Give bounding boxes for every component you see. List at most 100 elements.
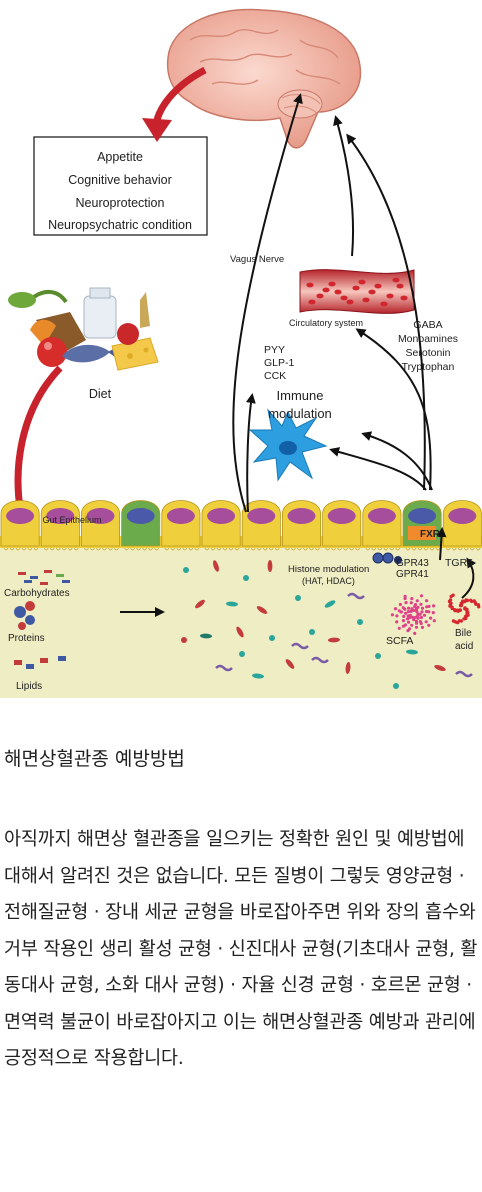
fxr-label: FXR xyxy=(420,529,441,540)
blood-vessel xyxy=(299,269,415,314)
gut-brain-axis-diagram: Appetite Cognitive behavior Neuroprotect… xyxy=(0,8,482,698)
scfa-label: SCFA xyxy=(386,635,413,647)
microbe xyxy=(406,649,418,655)
microbe xyxy=(309,629,315,635)
microbe xyxy=(226,601,238,607)
red-blood-cell xyxy=(386,293,394,299)
red-blood-cell xyxy=(392,277,400,283)
microbe xyxy=(183,567,189,573)
monoamines-label: Monoamines xyxy=(398,333,458,345)
gut-microbiota xyxy=(181,560,473,689)
microbe xyxy=(324,600,336,608)
carbohydrate-bit xyxy=(44,570,52,573)
carbohydrate-bit xyxy=(24,580,32,583)
epithelial-cell xyxy=(81,500,120,551)
red-blood-cell xyxy=(328,281,336,287)
microbe xyxy=(181,637,187,643)
carbohydrate-bit xyxy=(40,582,48,585)
lipid-icon xyxy=(14,656,66,669)
tryptophan-label: Tryptophan xyxy=(402,361,455,373)
histone-modulation-label: Histone modulation xyxy=(288,564,369,575)
epithelial-cell xyxy=(0,500,40,551)
red-blood-cell xyxy=(308,299,316,305)
microbe xyxy=(455,670,473,678)
immune-cell xyxy=(248,408,328,482)
signal-arrows xyxy=(120,93,477,617)
acid-label: acid xyxy=(455,641,473,652)
red-blood-cell xyxy=(374,283,382,289)
immune-modulation-label-2: modulation xyxy=(268,406,332,421)
effect-neuroprotection: Neuroprotection xyxy=(76,196,165,210)
microbe xyxy=(357,619,363,625)
epithelial-cell xyxy=(121,500,161,551)
microbe xyxy=(295,595,301,601)
effect-cognitive-behavior: Cognitive behavior xyxy=(68,173,172,187)
effect-neuropsychatric-condition: Neuropsychatric condition xyxy=(48,218,192,232)
microbe xyxy=(236,626,244,638)
red-blood-cell xyxy=(316,293,324,299)
microbe xyxy=(345,662,351,674)
epithelial-cell xyxy=(362,500,402,551)
tgr5-label: TGR5 xyxy=(445,557,473,569)
red-blood-cell xyxy=(322,287,330,293)
red-blood-cell xyxy=(396,283,404,289)
protein-icon xyxy=(14,601,35,630)
epithelial-cell xyxy=(40,500,80,551)
microbe xyxy=(215,664,233,672)
carbohydrate-bit xyxy=(30,576,38,579)
carbohydrate-bit xyxy=(18,572,26,575)
epithelial-cell xyxy=(161,500,201,551)
gut-epithelium: Gut Epithelium xyxy=(0,500,482,551)
microbe xyxy=(328,637,340,643)
lipids-label: Lipids xyxy=(16,681,42,692)
microbe xyxy=(347,592,365,600)
red-arrow-brain-to-effects xyxy=(142,66,207,142)
immune-modulation-label-1: Immune xyxy=(277,388,324,403)
microbe xyxy=(239,651,245,657)
article-heading: 해면상혈관종 예방방법 xyxy=(4,748,185,770)
nutrients-panel: Carbohydrates Proteins Lipids xyxy=(4,570,70,692)
article-body: 아직까지 해면상 혈관종을 일으키는 정확한 원인 및 예방법에 대해서 알려진… xyxy=(4,829,478,1069)
red-blood-cell xyxy=(334,289,342,295)
bile-acid-cluster xyxy=(447,593,481,625)
red-blood-cell xyxy=(306,282,314,288)
circulatory-system-label: Circulatory system xyxy=(289,318,363,328)
bile-label: Bile xyxy=(455,628,472,639)
gut-lumen-band xyxy=(0,540,482,698)
epithelial-cell xyxy=(322,500,362,551)
epithelial-cell xyxy=(241,500,281,551)
cck-label: CCK xyxy=(264,370,286,382)
gut-epithelium-label: Gut Epithelium xyxy=(42,515,101,525)
red-blood-cell xyxy=(400,295,408,301)
epithelial-cell xyxy=(402,500,442,551)
microbe xyxy=(243,575,249,581)
carbohydrates-label: Carbohydrates xyxy=(4,588,70,599)
diet-label: Diet xyxy=(89,387,112,401)
microbe xyxy=(252,673,264,679)
red-blood-cell xyxy=(352,285,360,291)
microbe xyxy=(213,560,219,572)
gpr43-label: GPR43 xyxy=(396,558,429,569)
hat-hdac-label: (HAT, HDAC) xyxy=(302,576,355,586)
microbe xyxy=(311,656,329,664)
scfa-cluster xyxy=(390,594,436,636)
microbe xyxy=(434,664,446,672)
epithelial-cell xyxy=(442,500,482,551)
carbohydrate-bit xyxy=(62,580,70,583)
microbe xyxy=(375,653,381,659)
microbe xyxy=(393,683,399,689)
diet-illustration: Diet xyxy=(8,287,159,401)
receptor-icons xyxy=(372,552,402,564)
microbe xyxy=(256,606,268,614)
epithelial-cell xyxy=(201,500,241,551)
red-blood-cell xyxy=(358,279,366,285)
vagus-nerve-label: Vagus Nerve xyxy=(230,254,284,265)
red-blood-cell xyxy=(362,297,370,303)
epithelial-cell xyxy=(282,500,321,551)
brain-effects-box: Appetite Cognitive behavior Neuroprotect… xyxy=(33,136,208,236)
proteins-label: Proteins xyxy=(8,633,45,644)
microbe xyxy=(269,635,275,641)
microbe xyxy=(195,599,205,609)
red-blood-cell xyxy=(368,289,376,295)
microbe xyxy=(285,659,295,669)
